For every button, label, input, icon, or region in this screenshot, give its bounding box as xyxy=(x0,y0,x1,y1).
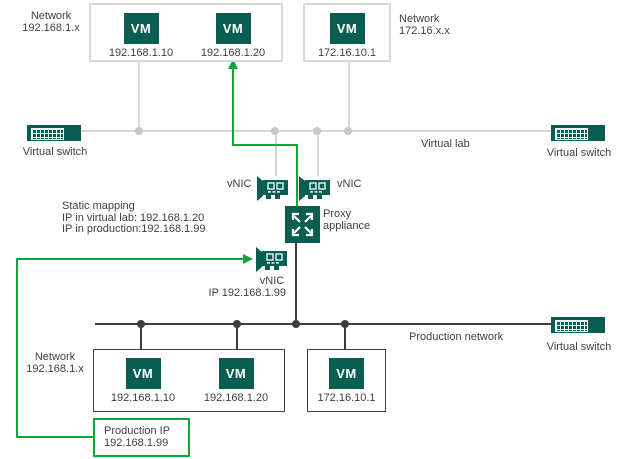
static-mapping-title: Static mapping xyxy=(62,200,135,212)
production-ip-line: 192.168.1.99 xyxy=(104,437,169,449)
switch-grid-pattern xyxy=(555,128,588,140)
prod-vm-group-box: VM 192.168.1.10 VM 192.168.1.20 xyxy=(93,349,285,412)
prod-vm2-connector xyxy=(236,324,238,349)
vm-icon: VM xyxy=(123,13,159,44)
switch-grid-pattern xyxy=(31,128,64,140)
static-mapping-prod-ip: IP in production:192.168.1.99 xyxy=(62,223,206,235)
virtual-lab-label: Virtual lab xyxy=(421,138,470,150)
green-line-prod-horizontal xyxy=(16,258,244,260)
vnic-icon xyxy=(256,176,290,205)
vm-unit: VM 192.168.1.10 xyxy=(99,358,187,404)
junction-dot xyxy=(313,127,321,135)
vm-ip-label: 172.16.10.1 xyxy=(317,47,377,59)
vnic-ip-label: IP 192.168.1.99 xyxy=(208,287,286,299)
virtual-switch-icon xyxy=(27,125,81,141)
vm-icon: VM xyxy=(218,358,254,389)
virtual-switch-label: Virtual switch xyxy=(22,146,88,158)
green-line-lab-horizontal xyxy=(232,144,298,146)
proxy-label-line: appliance xyxy=(323,219,371,232)
junction-dot xyxy=(344,127,352,135)
vm-ip-label: 192.168.1.10 xyxy=(108,47,174,59)
vm-icon: VM xyxy=(215,13,251,44)
green-arrow-right-icon xyxy=(243,254,253,264)
lab-vm-group-box: VM 172.16.10.1 xyxy=(303,3,391,62)
prod-vm1-connector xyxy=(140,324,142,349)
junction-dot xyxy=(292,320,300,328)
junction-dot xyxy=(137,320,145,328)
green-line-to-proxy xyxy=(296,144,298,208)
prod-vm-group-box: VM 172.16.10.1 xyxy=(307,349,386,412)
virtual-switch-label: Virtual switch xyxy=(546,341,612,353)
vm-icon: VM xyxy=(329,358,364,389)
junction-dot xyxy=(233,320,241,328)
vnic-label: vNIC xyxy=(259,275,285,287)
vm-unit: VM 172.16.10.1 xyxy=(305,13,389,59)
switch-grid-pattern xyxy=(555,320,588,332)
green-line-to-ip-box xyxy=(16,436,94,438)
junction-dot xyxy=(271,127,279,135)
junction-dot xyxy=(135,127,143,135)
vm-unit: VM 172.16.10.1 xyxy=(308,358,385,404)
network-label-line: 192.168.1.x xyxy=(22,21,80,34)
vnic-label: vNIC xyxy=(227,178,252,190)
network-label-line: 172.16.x.x xyxy=(399,24,450,37)
virtual-switch-icon xyxy=(551,317,605,333)
proxy-label-line: Proxy xyxy=(323,208,352,220)
network-label-line: 192.168.1.x xyxy=(26,362,84,375)
lab-group2-connector xyxy=(348,61,350,131)
vm-icon: VM xyxy=(125,358,161,389)
lab-group1-connector xyxy=(138,61,140,131)
vnic-left-connector xyxy=(275,132,277,176)
vnic-icon xyxy=(255,247,289,276)
vm-icon: VM xyxy=(329,13,365,44)
lab-vm-group-box: VM 192.168.1.10 VM 192.168.1.20 xyxy=(89,3,283,62)
vm-ip-label: 172.16.10.1 xyxy=(317,392,376,404)
vnic-right-connector xyxy=(317,132,319,176)
network-label-line: Network xyxy=(30,10,72,22)
proxy-appliance-icon xyxy=(285,206,320,246)
vnic-icon xyxy=(298,176,332,205)
static-mapping-lab-ip: IP in virtual lab: 192.168.1.20 xyxy=(62,211,205,224)
network-label-line: Network xyxy=(399,13,440,25)
green-arrow-up-icon xyxy=(228,59,238,69)
vm-unit: VM 192.168.1.10 xyxy=(97,13,185,59)
vnic-label: vNIC xyxy=(337,178,362,190)
production-network-label: Production network xyxy=(409,331,504,343)
vm-unit: VM 192.168.1.20 xyxy=(192,358,280,404)
proxy-to-production-connector xyxy=(295,243,297,325)
vm-ip-label: 192.168.1.10 xyxy=(110,392,176,404)
vm-unit: VM 192.168.1.20 xyxy=(189,13,277,59)
prod-vm3-connector xyxy=(344,324,346,349)
green-line-lab-vertical xyxy=(232,67,234,146)
green-line-prod-vertical xyxy=(16,258,18,438)
production-ip-line: Production IP xyxy=(104,425,171,437)
virtual-switch-icon xyxy=(551,125,605,141)
production-network-line xyxy=(95,323,551,325)
virtual-switch-label: Virtual switch xyxy=(546,147,612,159)
junction-dot xyxy=(341,320,349,328)
vm-ip-label: 192.168.1.20 xyxy=(203,392,269,404)
vm-ip-label: 192.168.1.20 xyxy=(200,47,266,59)
network-label-line: Network xyxy=(34,351,76,363)
